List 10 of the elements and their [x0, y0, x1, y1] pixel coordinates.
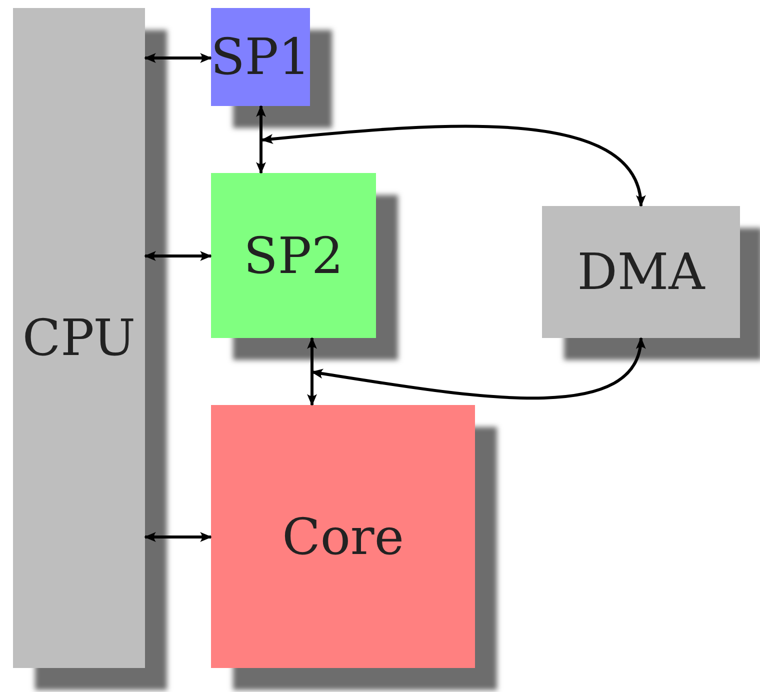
block-box	[542, 206, 740, 338]
block-label: CPU	[22, 313, 136, 363]
block-label: Core	[282, 512, 404, 562]
block-label: SP2	[244, 230, 344, 280]
block-box	[13, 8, 145, 668]
block-label: DMA	[577, 247, 705, 297]
block-box	[211, 173, 376, 338]
block-label: SP1	[210, 32, 310, 82]
block-box	[211, 405, 475, 668]
block-box	[211, 8, 310, 106]
